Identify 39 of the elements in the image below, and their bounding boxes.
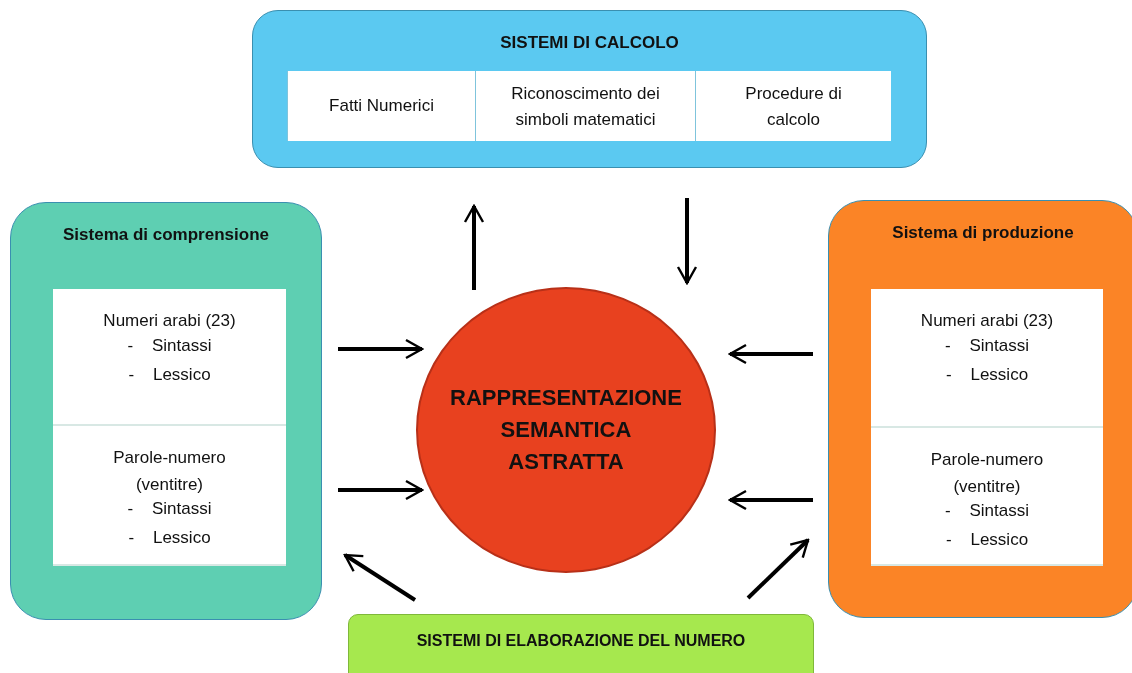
arrow <box>463 204 485 290</box>
item-heading: Numeri arabi (23) <box>102 310 237 332</box>
list-item: - Lessico <box>127 528 212 548</box>
arrow <box>728 489 813 511</box>
calculation-panel <box>252 10 927 168</box>
arrow <box>343 553 417 602</box>
arrow <box>676 198 698 285</box>
item-heading: Parole-numero (ventitre) <box>112 447 227 497</box>
list-item: - Sintassi <box>126 336 213 356</box>
panel-title: Sistema di comprensione <box>62 225 270 245</box>
item-heading: Parole-numero (ventitre) <box>929 449 1045 499</box>
list-item: - Lessico <box>944 365 1030 385</box>
cell-text: Fatti Numerici <box>328 95 435 118</box>
panel-title: SISTEMI DI CALCOLO <box>499 33 680 53</box>
table-cell <box>287 71 475 141</box>
panel-title: SISTEMI DI ELABORAZIONE DEL NUMERO <box>415 632 747 650</box>
list-item: - Sintassi <box>126 499 213 519</box>
arrow <box>338 479 424 501</box>
item-heading: Numeri arabi (23) <box>919 310 1055 332</box>
list-item: - Sintassi <box>943 336 1031 356</box>
text-box <box>53 289 286 426</box>
production-panel <box>828 200 1132 618</box>
text-box <box>53 426 286 566</box>
cell-text: Procedure di calcolo <box>744 82 843 130</box>
text-box <box>871 289 1103 428</box>
text-box <box>871 428 1103 566</box>
arrow <box>746 538 810 600</box>
panel-title: Sistema di produzione <box>891 223 1075 243</box>
list-item: - Sintassi <box>943 501 1031 521</box>
cell-text: Riconoscimento dei simboli matematici <box>510 82 661 130</box>
table-cell <box>475 71 695 141</box>
central-label: RAPPRESENTAZIONE SEMANTICA ASTRATTA <box>449 384 683 476</box>
list-item: - Lessico <box>944 530 1030 550</box>
arrow <box>338 338 424 360</box>
table-cell <box>695 71 891 141</box>
processing-bar <box>348 614 814 673</box>
arrow <box>728 343 813 365</box>
comprehension-panel <box>10 202 322 620</box>
list-item: - Lessico <box>127 365 212 385</box>
